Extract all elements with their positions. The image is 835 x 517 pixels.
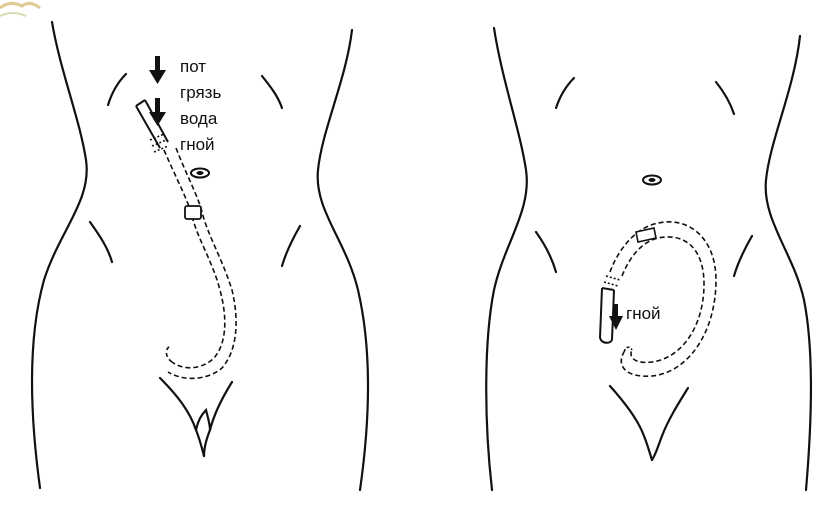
arrow-down-icon bbox=[149, 56, 166, 84]
right-drain bbox=[600, 222, 716, 376]
left-navel bbox=[191, 169, 209, 178]
arrow-down-icon bbox=[609, 304, 623, 330]
label-water: вода bbox=[180, 109, 218, 128]
right-navel bbox=[643, 176, 661, 185]
label-dirt: грязь bbox=[180, 83, 221, 102]
label-pus-right: гной bbox=[626, 304, 661, 323]
label-sweat: пот bbox=[180, 57, 206, 76]
right-torso bbox=[486, 28, 811, 490]
corner-decoration bbox=[0, 3, 40, 16]
arrow-down-icon bbox=[149, 98, 166, 126]
label-pus: гной bbox=[180, 135, 215, 154]
